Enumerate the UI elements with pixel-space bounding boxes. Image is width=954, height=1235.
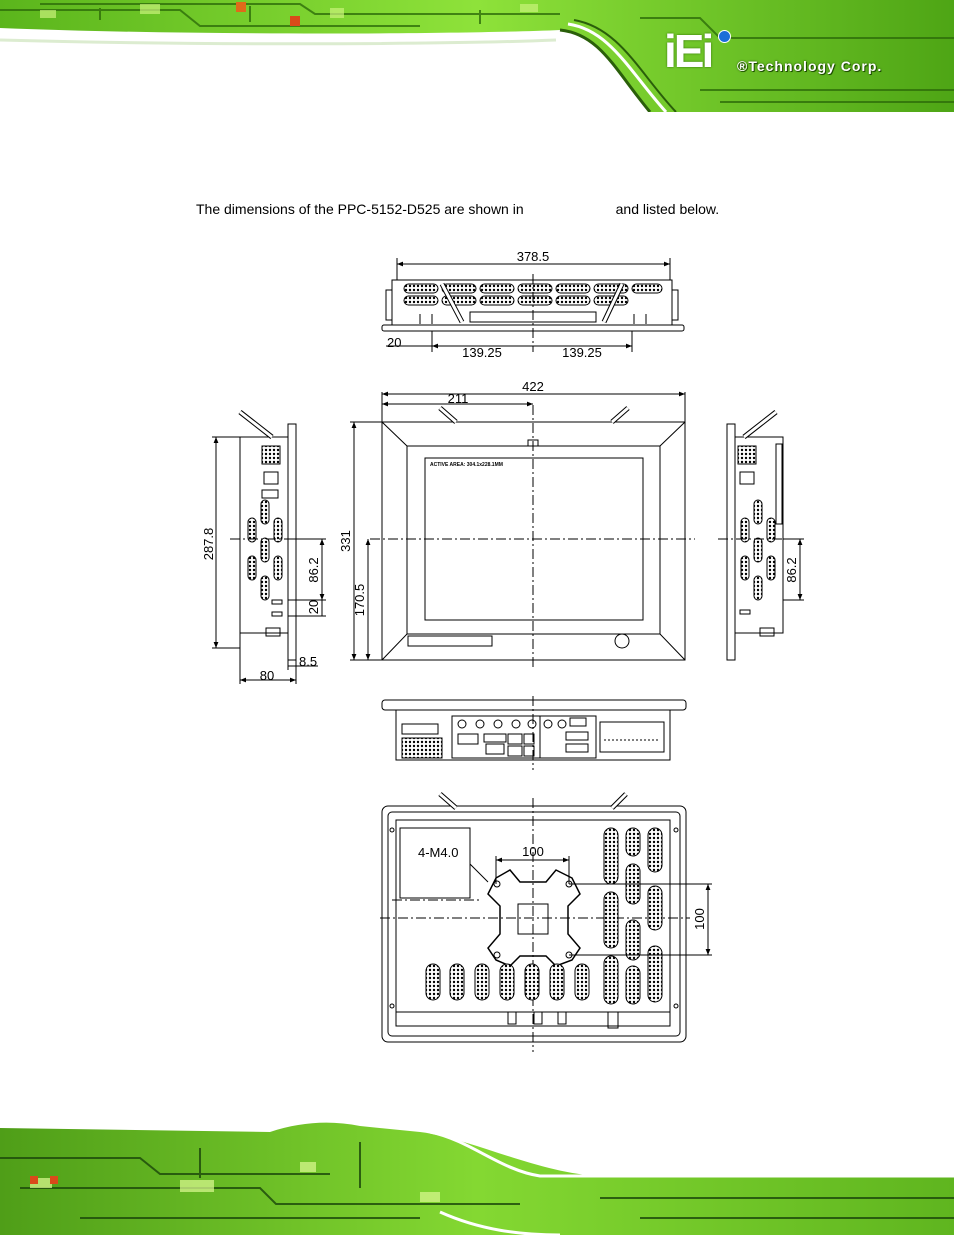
rear-view (380, 792, 712, 1052)
dim-top-right-half: 139.25 (562, 345, 602, 360)
dim-front-half-width: 211 (448, 391, 469, 406)
logo-letters: iEi (664, 25, 714, 77)
left-side-view (212, 410, 326, 684)
company-logo: iEi ®Technology Corp. (664, 28, 944, 88)
dim-top-overall-width: 378.5 (517, 249, 550, 264)
intro-text-before: The dimensions of the PPC-5152-D525 are … (196, 201, 524, 217)
dim-side-bezel-thickness: 8.5 (299, 654, 317, 669)
dim-side-vent-offset: 20 (306, 600, 321, 614)
header-banner (0, 0, 954, 112)
bottom-io-view (381, 696, 687, 770)
dim-side-vent-height: 86.2 (306, 557, 321, 582)
dim-top-edge-offset: 20 (387, 335, 401, 350)
dim-front-center-height: 170.5 (352, 584, 367, 617)
footer-banner (0, 1118, 954, 1235)
dimensions-drawing: 378.5 20 139.25 139.25 422 211 331 170.5… (201, 249, 804, 1052)
dim-front-overall-height: 331 (338, 530, 353, 552)
dim-top-left-half: 139.25 (462, 345, 502, 360)
dim-front-overall-width: 422 (522, 379, 544, 394)
dim-side-depth: 80 (260, 668, 274, 683)
company-name: ®Technology Corp. (737, 58, 883, 74)
dim-vesa-width: 100 (522, 844, 544, 859)
intro-text-after: and listed below. (615, 201, 720, 217)
logo-dot-icon (718, 30, 731, 43)
dim-vesa-height: 100 (692, 908, 707, 930)
top-view (381, 258, 685, 352)
dim-side-height: 287.8 (201, 528, 216, 561)
right-side-view (718, 410, 804, 661)
front-view (350, 391, 695, 670)
intro-paragraph: The dimensions of the PPC-5152-D525 are … (196, 201, 719, 217)
screen-active-area-label: ACTIVE AREA: 304.1x228.1MM (430, 462, 503, 468)
dim-right-vent-height: 86.2 (784, 557, 799, 582)
rear-screw-spec: 4-M4.0 (418, 845, 458, 860)
